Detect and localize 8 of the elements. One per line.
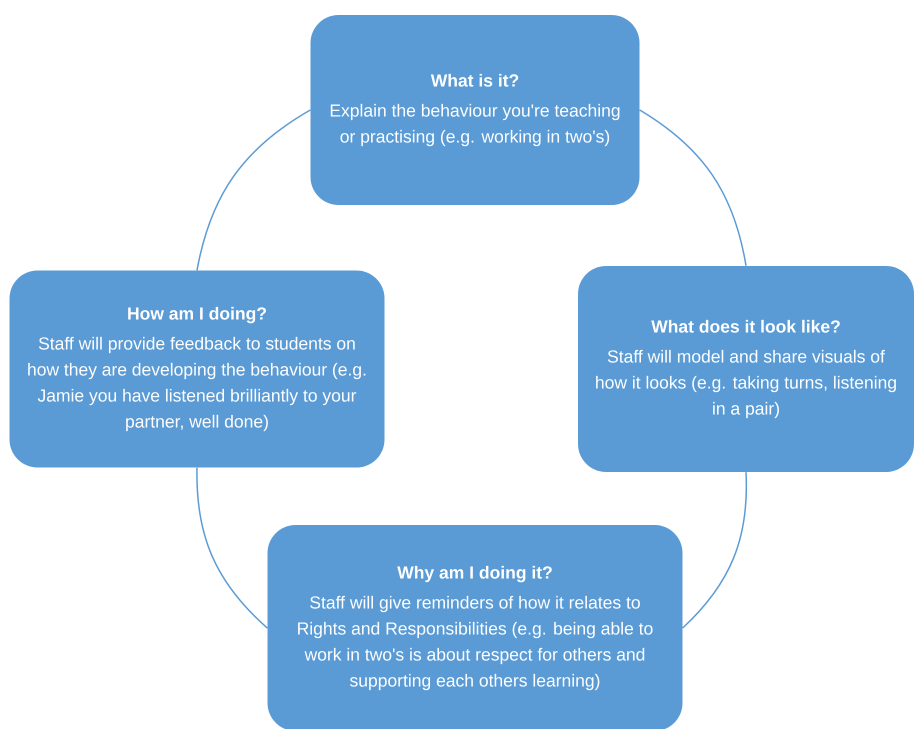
arc-connector: [682, 472, 748, 629]
process-box: What does it look like? Staff will model and share visuals of how it looks (e.g. taking turns, listening in a pair): [578, 266, 914, 472]
process-box: How am I doing? Staff will provide feedback to students on how they are developing the behaviour (e.g. Jamie you have listened brilliantly to your partner, well done): [10, 270, 384, 468]
arc-connector: [196, 109, 311, 270]
process-box: What is it? Explain the behaviour you're teaching or practising (e.g. working in two's): [310, 15, 640, 205]
process-box: Why am I doing it? Staff will give reminders of how it relates to Rights and Responsibilities (e.g. being able to work in two's is about respect for others and supporting each others learning): [268, 525, 682, 729]
arc-connector: [196, 468, 268, 629]
arc-connector: [639, 109, 747, 266]
